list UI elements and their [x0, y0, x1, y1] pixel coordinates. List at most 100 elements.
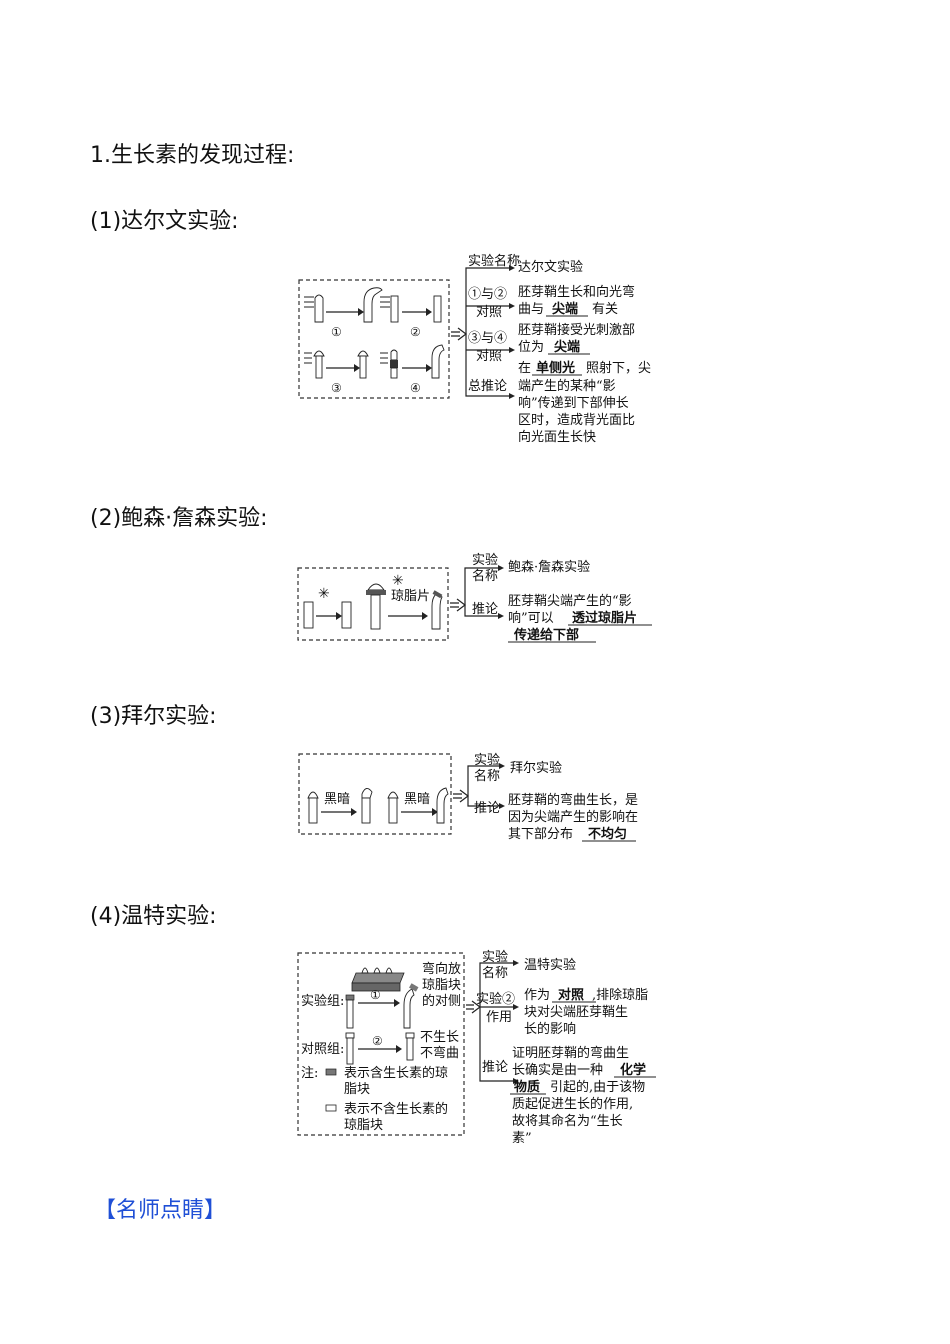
- darwin-exp-3: ③: [304, 350, 369, 395]
- went-bend-1: 弯向放: [422, 961, 461, 977]
- went-num-1: ①: [370, 988, 381, 1002]
- paal-name-label-b: 名称: [474, 768, 500, 784]
- paal-diagram: 黑暗 黑暗 实验 名称 拜尔实验 推论 胚芽鞘的弯曲生长，是 因为尖端产生的影响…: [298, 752, 638, 842]
- darwin-setup-box: [298, 279, 450, 399]
- darwin-cmp1-line2: 曲与: [518, 302, 544, 317]
- darwin-cmp1-line1: 胚芽鞘生长和向光弯: [518, 284, 635, 300]
- darwin-conc-line1a: 在: [518, 361, 531, 376]
- went-conc-line1: 证明胚芽鞘的弯曲生: [512, 1045, 629, 1061]
- boysen-bracket: [464, 567, 501, 617]
- went-role-line3: 长的影响: [524, 1021, 576, 1037]
- went-conc-answer2: 物质: [514, 1079, 540, 1095]
- boysen-result-arrow: [450, 598, 466, 612]
- went-name-label-b: 名称: [482, 965, 508, 981]
- went-name-label: 实验: [482, 949, 508, 965]
- paal-result-arrow: [453, 789, 469, 803]
- boysen-conc-line1: 胚芽鞘尖端产生的“影: [508, 593, 632, 609]
- darwin-cmp2-line2: 位为: [518, 340, 544, 355]
- darwin-name-value: 达尔文实验: [518, 259, 583, 275]
- darwin-exp-4: ④: [380, 344, 445, 395]
- darwin-label-4: ④: [410, 381, 421, 395]
- went-conc-line2: 长确实是由一种: [512, 1063, 603, 1078]
- sun-icon: ✳: [392, 573, 404, 589]
- went-ctrl-group-label: 对照组:: [301, 1042, 344, 1057]
- darwin-conc-answer: 单侧光: [536, 360, 575, 376]
- boysen-name-value: 鲍森·詹森实验: [508, 559, 590, 575]
- paal-dark-label-1: 黑暗: [324, 792, 350, 807]
- went-conc-line6: 素”: [512, 1131, 532, 1145]
- went-role-line1b: ,排除琼脂: [592, 988, 648, 1003]
- paal-setup-box: [298, 753, 452, 835]
- paal-heading: (3)拜尔实验:: [90, 704, 217, 729]
- went-conc-label: 推论: [482, 1060, 508, 1075]
- went-num-2: ②: [372, 1034, 383, 1048]
- went-diagram: 实验组: ① 弯向放 琼脂块 的对侧 对照组: ② 不生长 不弯曲 注: 表示含…: [297, 949, 656, 1145]
- went-note-label: 注:: [301, 1066, 318, 1081]
- auxin-agar-icon: [325, 1068, 337, 1076]
- teacher-tip-heading: 【名师点睛】: [94, 1198, 227, 1223]
- paal-conc-line2: 因为尖端产生的影响在: [508, 809, 638, 825]
- darwin-conc-label: 总推论: [468, 379, 507, 394]
- boysen-diagram: ✳ ✳ 琼脂片 实验 名称 鲍森·詹森实验 推论 胚芽鞘尖端产生的“影 响”可以…: [297, 552, 652, 643]
- sun-icon: ✳: [318, 586, 330, 602]
- darwin-conc-line3: 响”传递到下部伸长: [518, 395, 629, 411]
- went-conc-answer1: 化学: [620, 1062, 646, 1078]
- boysen-setup-box: [297, 567, 449, 641]
- darwin-conc-line1b: 照射下，尖: [586, 360, 651, 376]
- darwin-cmp2-line1: 胚芽鞘接受光刺激部: [518, 322, 635, 338]
- went-role-line2: 块对尖端胚芽鞘生: [524, 1005, 628, 1020]
- darwin-cmp1-answer: 尖端: [552, 301, 578, 317]
- boysen-conc-line2: 响”可以: [508, 610, 554, 626]
- went-bracket: [479, 962, 516, 1082]
- went-role-answer: 对照: [558, 987, 584, 1003]
- darwin-exp-1: ①: [304, 287, 383, 339]
- went-nogrow-1: 不生长: [420, 1030, 459, 1045]
- went-bend-3: 的对侧: [422, 993, 461, 1009]
- paal-conc-line1: 胚芽鞘的弯曲生长，是: [508, 792, 638, 808]
- went-name-value: 温特实验: [524, 957, 576, 973]
- darwin-cmp1-label: ①与②: [468, 287, 507, 302]
- darwin-cmp2-label-b: 对照: [476, 349, 502, 364]
- darwin-result-arrow: [451, 327, 467, 341]
- paal-conc-answer: 不均匀: [588, 826, 627, 842]
- boysen-conc-answer1: 透过琼脂片: [572, 610, 637, 626]
- went-legend1-b: 脂块: [344, 1082, 370, 1097]
- went-setup-box: [297, 952, 465, 1136]
- boysen-heading: (2)鲍森·詹森实验:: [90, 506, 268, 531]
- went-conc-line4: 质起促进生长的作用,: [512, 1096, 633, 1112]
- went-legend2-a: 表示不含生长素的: [344, 1101, 448, 1117]
- darwin-conc-line4: 区时，造成背光面比: [518, 413, 635, 428]
- section-title: 1.生长素的发现过程:: [90, 143, 295, 168]
- paal-name-label: 实验: [474, 752, 500, 768]
- paal-conc-line3: 其下部分布: [508, 827, 573, 842]
- went-bend-2: 琼脂块: [422, 978, 461, 993]
- darwin-cmp1-label-b: 对照: [476, 305, 502, 320]
- darwin-exp-2: ②: [380, 295, 442, 339]
- went-legend1-a: 表示含生长素的琼: [344, 1065, 448, 1081]
- went-agar-with-tips: [351, 967, 405, 992]
- darwin-cmp2-label: ③与④: [468, 331, 507, 346]
- paal-dark-label-2: 黑暗: [404, 792, 430, 807]
- went-role-label: 实验②: [476, 991, 515, 1007]
- darwin-heading: (1)达尔文实验:: [90, 209, 239, 234]
- darwin-label-1: ①: [331, 325, 342, 339]
- darwin-label-2: ②: [410, 325, 421, 339]
- boysen-name-label: 实验: [472, 552, 498, 568]
- went-nogrow-2: 不弯曲: [420, 1045, 459, 1061]
- went-role-label-b: 作用: [486, 1010, 512, 1025]
- went-exp-group-label: 实验组:: [301, 993, 344, 1009]
- boysen-agar-label: 琼脂片: [391, 589, 430, 604]
- boysen-name-label-b: 名称: [472, 568, 498, 584]
- darwin-label-3: ③: [331, 381, 342, 395]
- darwin-cmp1-line2b: 有关: [592, 302, 618, 317]
- paal-conc-label: 推论: [474, 801, 500, 816]
- went-conc-line3: 引起的,由于该物: [550, 1079, 645, 1095]
- darwin-cmp2-answer: 尖端: [554, 339, 580, 355]
- plain-agar-icon: [325, 1104, 337, 1112]
- darwin-conc-line5: 向光面生长快: [518, 429, 596, 445]
- went-heading: (4)温特实验:: [90, 904, 217, 929]
- boysen-conc-label: 推论: [472, 602, 498, 617]
- darwin-diagram: ① ② ③ ④ 实验名称 达尔文实验 ①与② 对照 胚芽鞘生长和向光弯 曲与 尖…: [298, 253, 651, 445]
- darwin-name-label: 实验名称: [468, 253, 520, 269]
- darwin-conc-line2: 端产生的某种“影: [518, 378, 616, 394]
